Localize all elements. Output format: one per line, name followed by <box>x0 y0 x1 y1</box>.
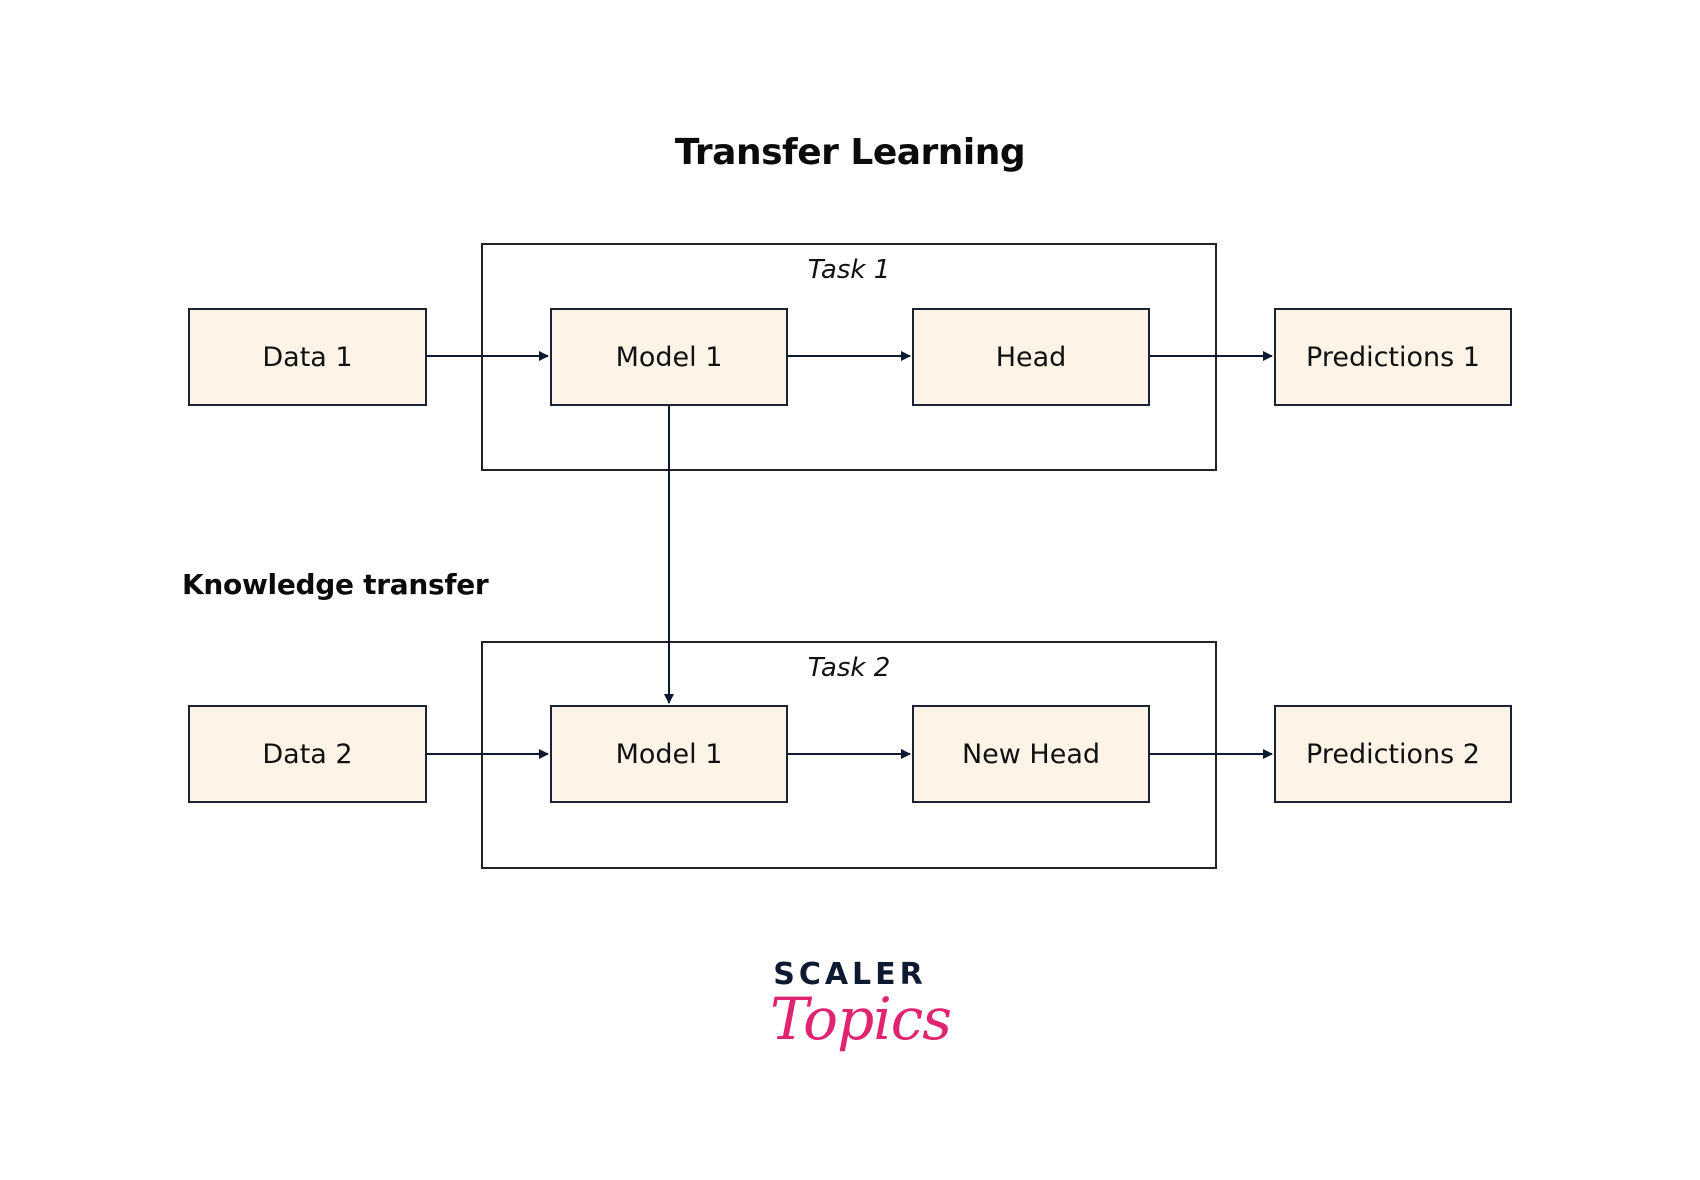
node-predictions-1: Predictions 1 <box>1274 308 1512 406</box>
node-head: Head <box>912 308 1150 406</box>
task-2-label: Task 2 <box>807 653 891 683</box>
logo-topics-text: Topics <box>770 985 952 1053</box>
node-data-1: Data 1 <box>188 308 427 406</box>
node-data-2: Data 2 <box>188 705 427 803</box>
task-1-label: Task 1 <box>807 255 891 285</box>
logo-scaler-text: SCALER <box>773 957 927 992</box>
node-predictions-2: Predictions 2 <box>1274 705 1512 803</box>
knowledge-transfer-label: Knowledge transfer <box>182 568 489 601</box>
scaler-topics-logo: SCALER Topics <box>770 955 952 1085</box>
node-new-head: New Head <box>912 705 1150 803</box>
diagram-title: Transfer Learning <box>674 132 1026 173</box>
node-model-1-task-1: Model 1 <box>550 308 788 406</box>
node-model-1-task-2: Model 1 <box>550 705 788 803</box>
